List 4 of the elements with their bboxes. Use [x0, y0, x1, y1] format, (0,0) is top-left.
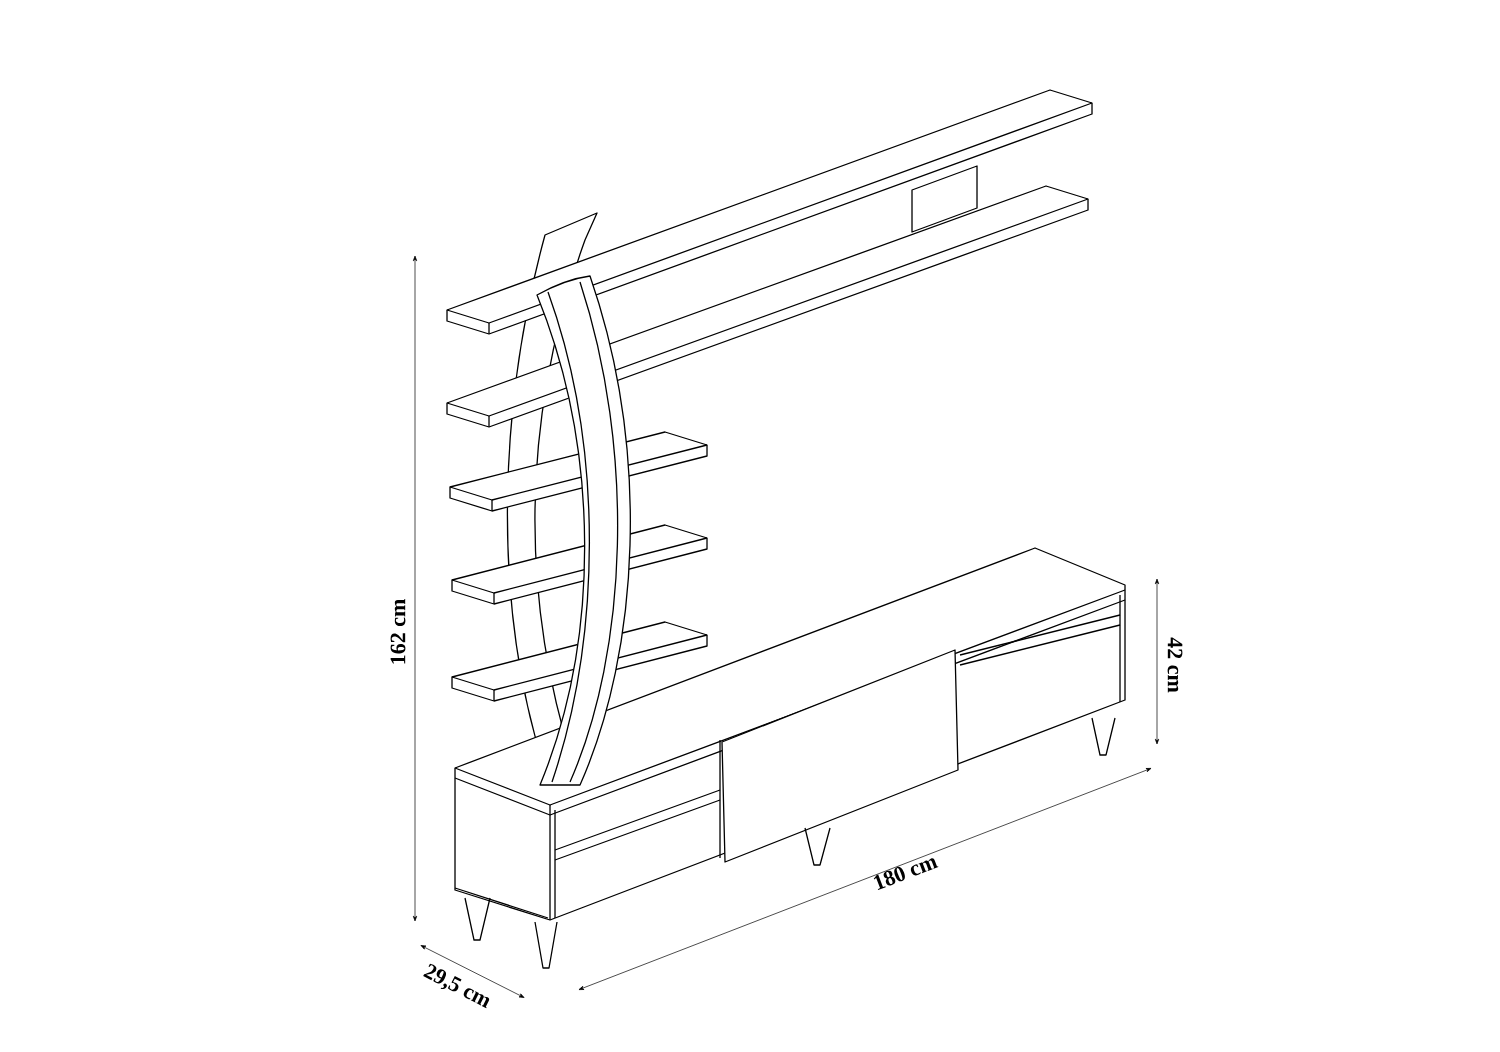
dimension-label: 42 cm [1167, 637, 1183, 693]
dimension-label: 29,5 cm [423, 963, 490, 1009]
dimension-label: 162 cm [390, 599, 406, 664]
dimension-label: 180 cm [873, 858, 939, 891]
